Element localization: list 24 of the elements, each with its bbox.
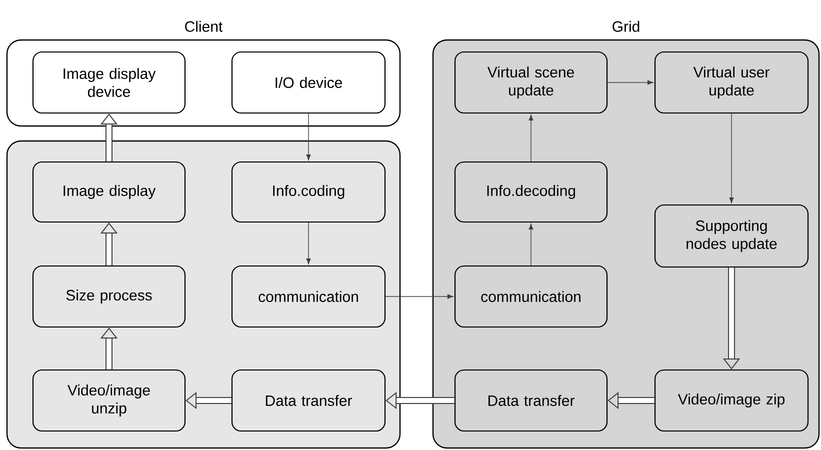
process-box: Size process bbox=[32, 265, 186, 328]
arrow bbox=[306, 113, 311, 160]
process-box: Data transfer bbox=[231, 369, 386, 432]
heading: Grid bbox=[612, 20, 640, 32]
process-box: Video/image unzip bbox=[32, 369, 186, 432]
process-box: Image display bbox=[32, 161, 186, 223]
process-box: Supporting nodes update bbox=[654, 204, 809, 268]
process-box: Image display device bbox=[32, 51, 186, 114]
process-box: Virtual scene update bbox=[454, 51, 608, 114]
arrow bbox=[306, 222, 311, 264]
process-box: Video/image zip bbox=[654, 369, 809, 432]
arrow bbox=[607, 80, 654, 85]
arrow bbox=[528, 224, 534, 266]
process-box: I/O device bbox=[231, 51, 386, 114]
process-box: Data transfer bbox=[454, 369, 608, 432]
process-box: communication bbox=[231, 265, 386, 328]
process-box: Info.coding bbox=[231, 161, 386, 223]
process-box: communication bbox=[454, 265, 608, 328]
heading: Client bbox=[185, 20, 223, 32]
arrow bbox=[385, 294, 454, 299]
process-box: Info.decoding bbox=[454, 161, 608, 223]
process-box: Virtual user update bbox=[654, 51, 809, 114]
arrow bbox=[528, 114, 534, 162]
arrow bbox=[729, 113, 734, 204]
